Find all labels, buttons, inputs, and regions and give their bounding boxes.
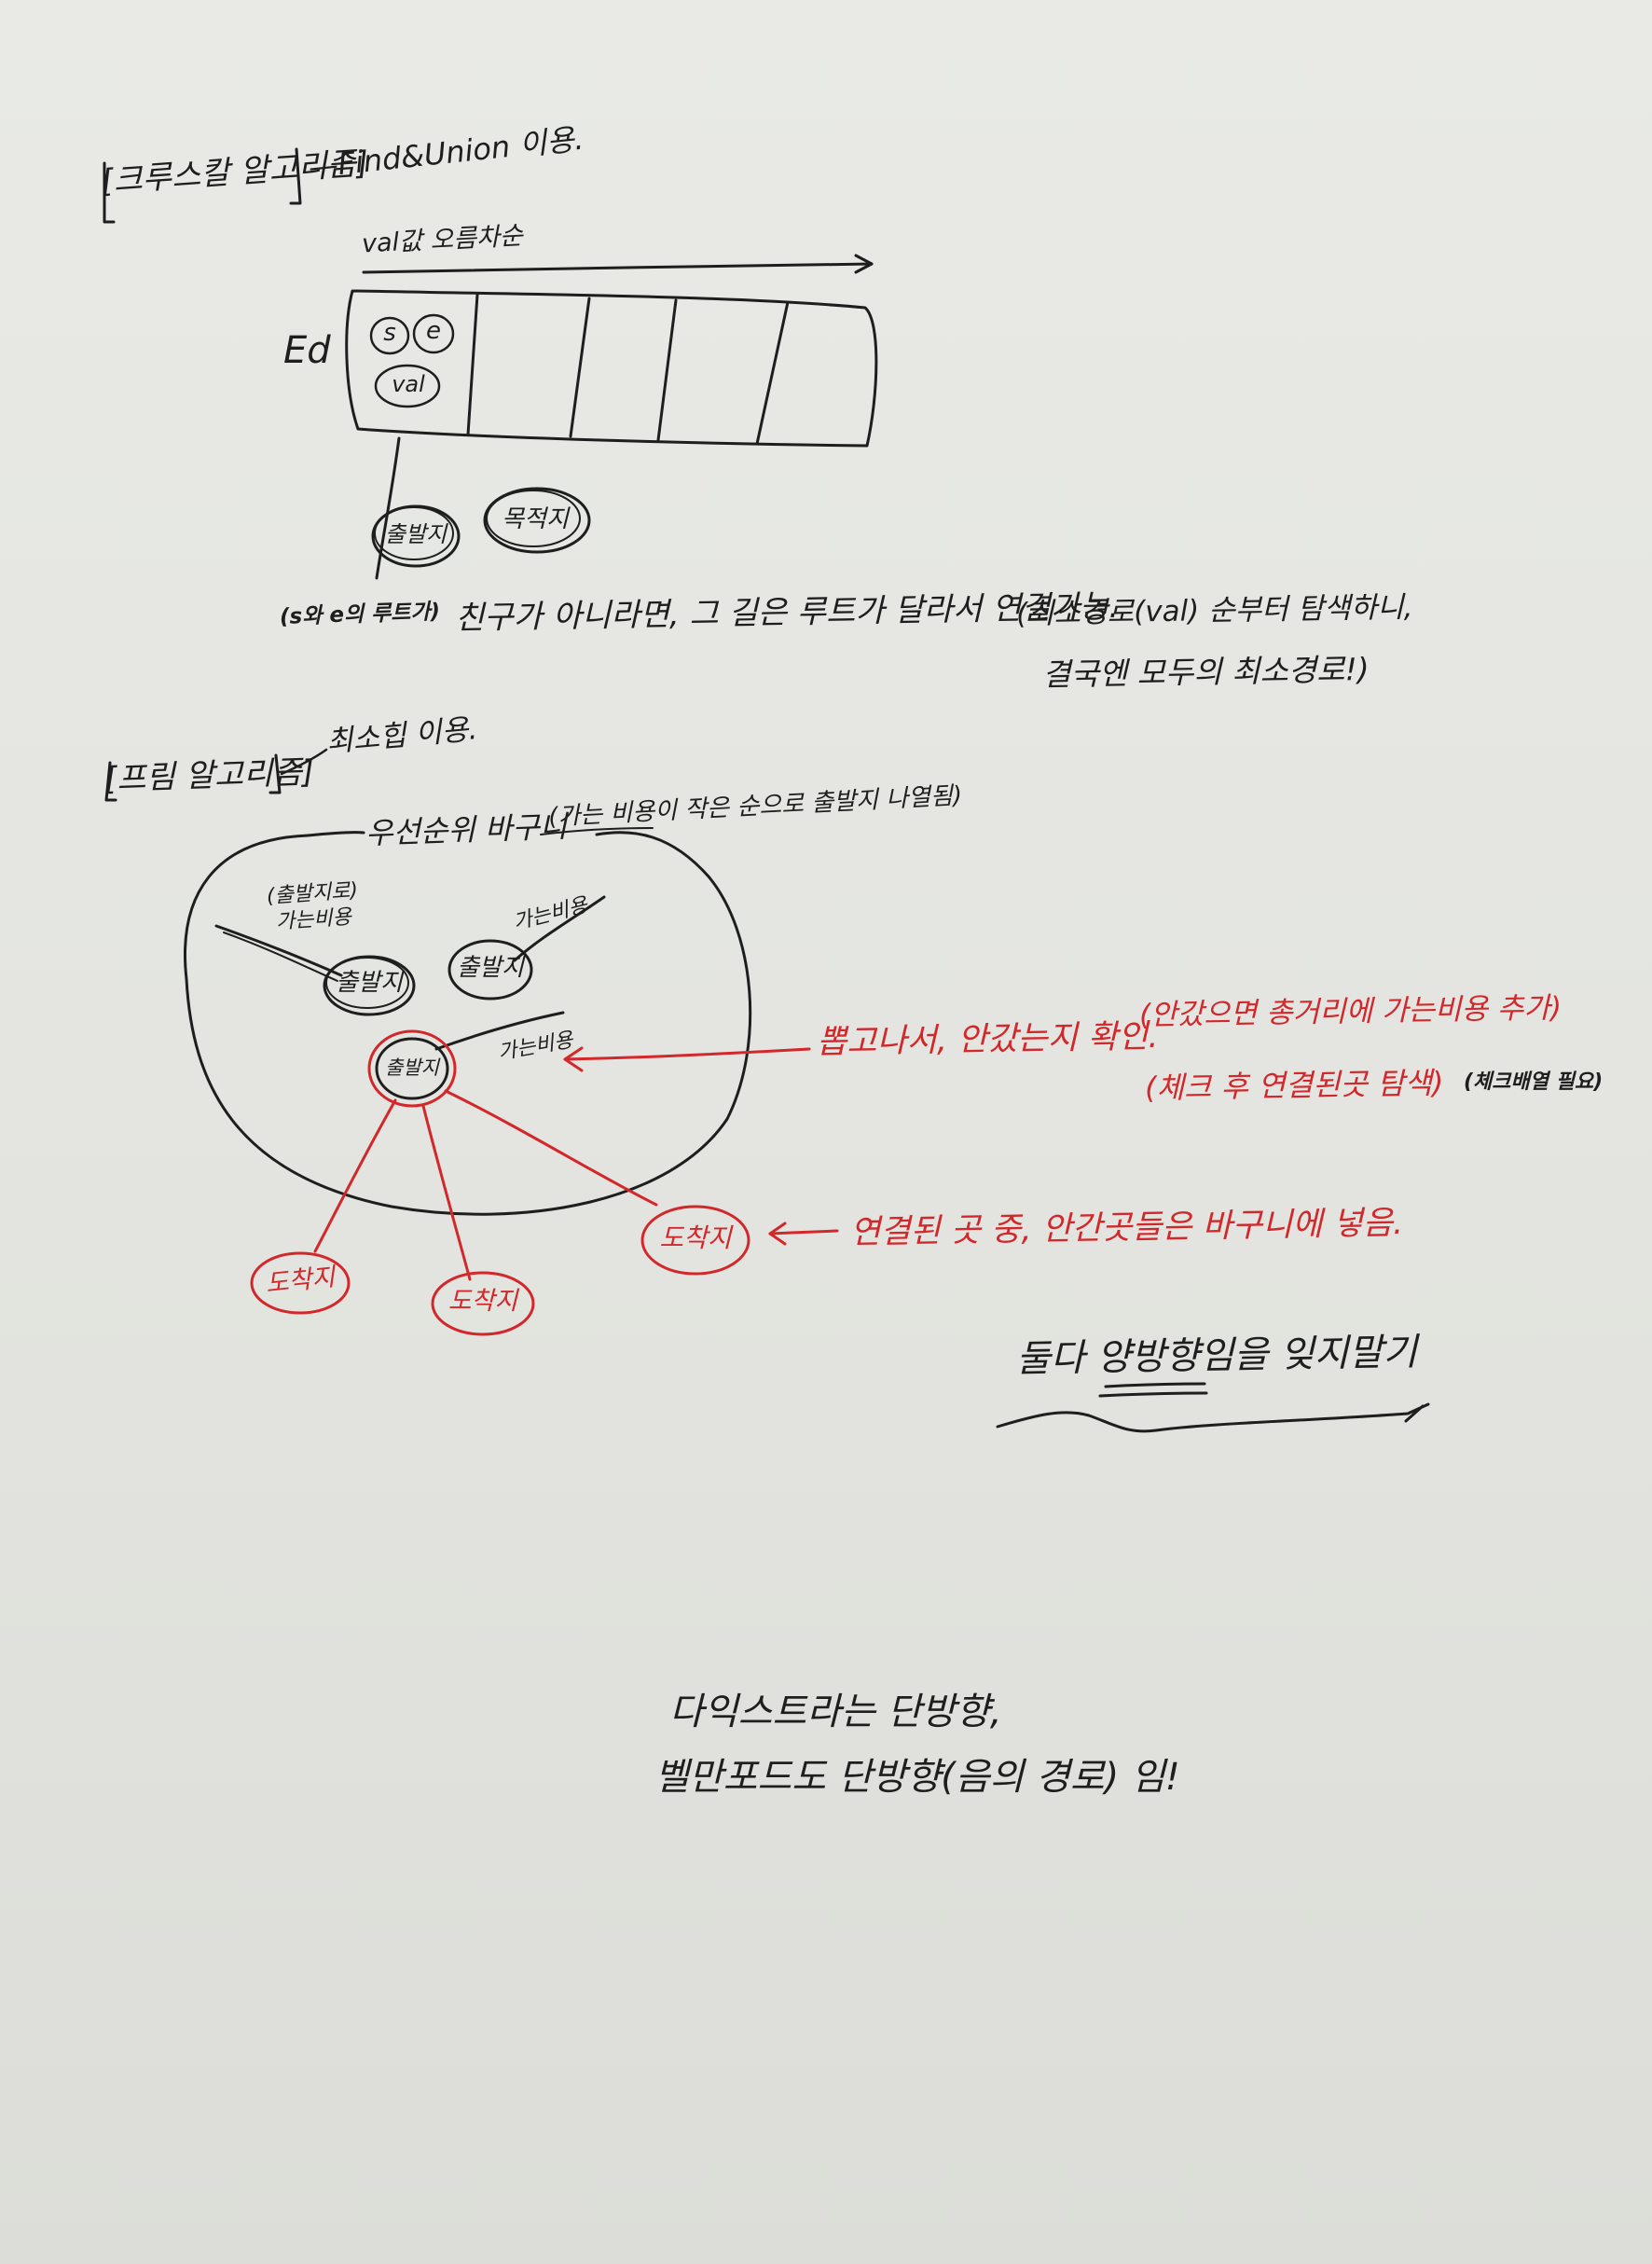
push-note: 연결된 곳 중, 안간곳들은 바구니에 넣음.	[849, 1204, 1404, 1252]
order-arrow-head	[854, 254, 874, 274]
start-node-middle	[447, 939, 533, 1001]
cost-tail-left	[214, 924, 343, 977]
cost-tail-center	[434, 1011, 565, 1051]
kruskal-dest-label: 목적지	[502, 505, 569, 533]
start-circle-2	[374, 506, 454, 560]
start-node-left-2	[325, 957, 409, 1009]
s-circle	[369, 316, 410, 355]
footer-line-2: 벨만포드도 단방향(음의 경로) 임!	[654, 1756, 1180, 1799]
start-node-center-label: 출발지	[385, 1056, 439, 1079]
cost-tail-left-b	[223, 932, 338, 982]
bidirectional-reminder: 둘다 양방향임을 잊지말기	[1015, 1331, 1418, 1381]
order-arrow	[362, 262, 874, 274]
kruskal-note-2: 결국엔 모두의 최소경로!)	[1041, 650, 1370, 694]
pop-note: 뽑고나서, 안갔는지 확인.	[816, 1017, 1159, 1062]
val-circle	[374, 364, 441, 408]
push-arrow-head	[768, 1222, 787, 1246]
push-arrow	[768, 1229, 839, 1236]
dest-node-2-label: 도착지	[447, 1287, 518, 1316]
start-node-left-label: 출발지	[336, 969, 403, 997]
e-label: e	[426, 317, 441, 345]
selected-node-ring	[367, 1029, 457, 1108]
prim-title-bracket-close	[268, 753, 282, 794]
kruskal-rule-parenthetical: (s와 e의 루트가)	[279, 600, 441, 629]
check-note: (체크 후 연결된곳 탐색)	[1144, 1065, 1444, 1106]
prim-title-bracket	[104, 761, 117, 802]
edge-array-divider-2	[569, 297, 591, 438]
dest-node-3-label: 도착지	[659, 1222, 732, 1253]
prim-method-line	[280, 748, 328, 776]
start-circle	[371, 504, 461, 568]
kruskal-title-bracket	[103, 161, 116, 224]
reminder-underlines	[996, 1382, 1430, 1433]
pop-arrow	[563, 1047, 811, 1061]
kruskal-title-bracket-close	[289, 147, 302, 205]
dest-node-2	[431, 1271, 535, 1336]
s-label: s	[383, 319, 396, 347]
dest-circle	[483, 487, 591, 554]
prim-red-drawing	[250, 1029, 839, 1336]
kruskal-drawing	[103, 147, 878, 580]
start-node-center	[375, 1037, 449, 1100]
reminder-short-underline	[1104, 1382, 1206, 1388]
edge-to-dest-2	[421, 1104, 472, 1281]
priority-basket	[184, 831, 752, 1216]
basket-label: 우선순위 바구니	[365, 808, 568, 851]
edge-to-dest-3	[444, 1089, 658, 1207]
dest-circle-2	[486, 490, 581, 547]
dest-node-3	[640, 1205, 750, 1276]
kruskal-note-1: (최소경로(val) 순부터 탐색하니,	[1015, 590, 1413, 631]
pop-arrow-head	[563, 1046, 584, 1072]
prim-title: [프림 알고리즘]	[103, 753, 315, 798]
check-small-note: (체크배열 필요)	[1464, 1070, 1604, 1094]
prim-drawing	[104, 748, 752, 1216]
edge-array-box	[345, 289, 878, 448]
cost-label-left: 가는비용	[275, 905, 352, 934]
edge-array-label: Ed	[283, 329, 331, 372]
start-node-left	[323, 955, 416, 1016]
start-node-middle-label: 출발지	[457, 954, 524, 982]
edge-array-divider-3	[656, 298, 678, 442]
dest-node-1	[250, 1251, 351, 1315]
edge-to-dest-1	[313, 1098, 397, 1253]
edge-array-divider-4	[755, 300, 790, 446]
pop-detail: (안갔으면 총거리에 가는비용 추가)	[1138, 991, 1563, 1032]
basket-note-underline	[540, 827, 654, 835]
reminder-short-underline-2	[1098, 1391, 1208, 1398]
val-label: val	[392, 371, 425, 397]
kruskal-start-label: 출발지	[384, 521, 447, 547]
e-circle	[412, 313, 455, 354]
reminder-wave	[996, 1402, 1430, 1433]
edge-array-divider-1	[466, 293, 479, 436]
footer-line-1: 다익스트라는 단방향,	[669, 1691, 1002, 1733]
